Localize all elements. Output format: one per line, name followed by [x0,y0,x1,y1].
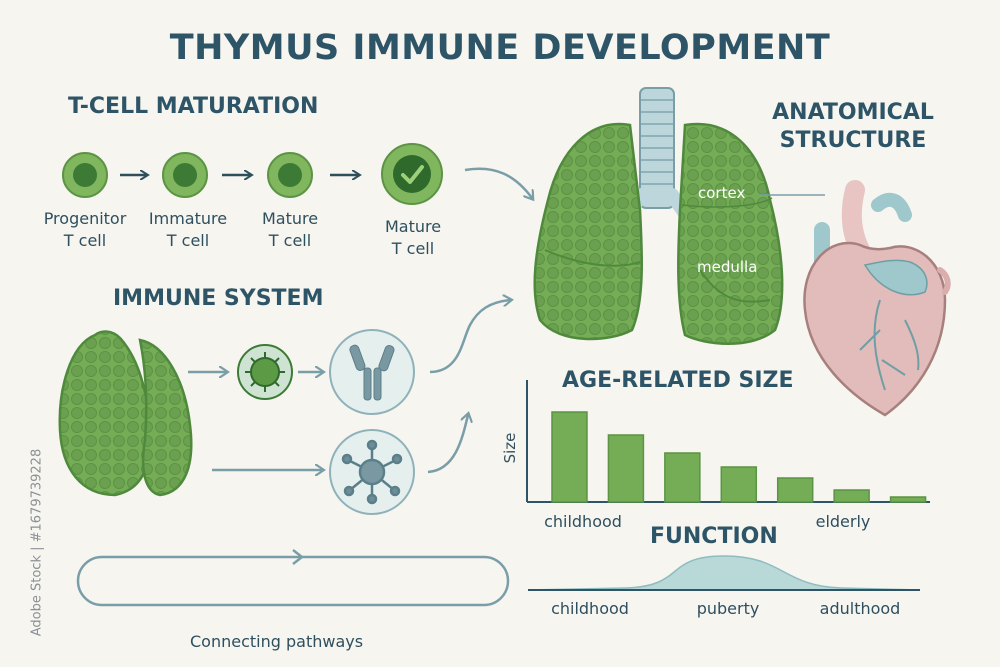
function-area [527,555,921,591]
heart-icon [803,180,951,417]
pathway-label: Connecting pathways [190,632,364,651]
antibody-icon [329,329,415,415]
connecting-pathways-loop [76,555,510,607]
section-title-anatomy-2: STRUCTURE [779,128,927,153]
chart-title-function: FUNCTION [650,524,778,549]
x-tick-elderly: elderly [816,512,871,531]
check-icon [401,165,424,184]
bar-2 [664,452,701,503]
section-title-anatomy-1: ANATOMICAL [772,100,934,125]
section-title-maturation: T-CELL MATURATION [68,94,319,119]
arrow-curve-icon [464,167,532,198]
arrow-right-icon [292,549,305,565]
x-tick-childhood: childhood [544,512,622,531]
bar-0 [551,411,588,503]
arrow-curve-icon [429,300,510,374]
function-tick-1: puberty [697,599,760,618]
bar-1 [607,434,645,503]
function-tick-2: adulthood [820,599,901,618]
arrow-curve-icon [427,415,468,474]
right-lobe-icon [677,122,784,345]
function-tick-0: childhood [551,599,629,618]
bar-6 [889,496,927,503]
lungs-icon [533,87,825,345]
stock-id-watermark: Adobe Stock | #1679739228 [29,448,45,637]
page-title: THYMUS IMMUNE DEVELOPMENT [169,28,831,68]
thymus-gland-icon [58,330,193,497]
age-size-bar-chart: Size childhood elderly [501,380,930,531]
bar-5 [833,489,870,503]
t-cell-maturation-row [62,143,532,205]
medulla-label: medulla [697,258,758,276]
chart-title-age-size: AGE-RELATED SIZE [562,368,794,393]
y-axis-label: Size [501,433,519,464]
section-title-immune: IMMUNE SYSTEM [113,286,324,311]
left-lobe-icon [533,122,644,341]
bar-4 [776,477,814,503]
bar-3 [720,466,758,503]
cortex-label: cortex [698,184,746,202]
function-curve-chart: childhood puberty adulthood [527,555,921,618]
